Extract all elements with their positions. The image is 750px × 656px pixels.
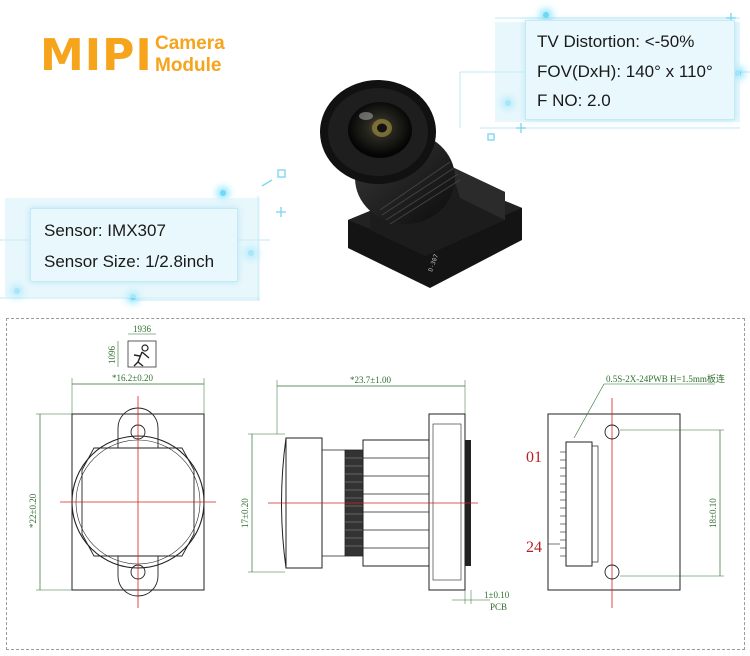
- glow-dot: [543, 12, 549, 18]
- brand-subtitle: Camera Module: [155, 33, 225, 77]
- back-height-dim: 18±0.10: [708, 498, 718, 528]
- front-view: [36, 378, 216, 608]
- camera-module-image: D-307: [320, 80, 522, 288]
- pcb-thickness-dim: 1±0.10: [484, 590, 510, 600]
- front-height-dim: *22±0.20: [28, 493, 38, 528]
- spec-f-number: F NO: 2.0: [537, 91, 611, 110]
- spec-fov: FOV(DxH): 140° x 110°: [537, 62, 713, 81]
- side-length-dim: *23.7±1.00: [350, 375, 391, 385]
- spec-panel-optics: [525, 20, 735, 120]
- front-width-dim: *16.2±0.20: [112, 373, 153, 383]
- subtitle-line-2: Module: [155, 55, 222, 76]
- logo-dim-side: 1096: [107, 346, 117, 365]
- pin-last-label: 24: [526, 539, 542, 556]
- connector-spec: 0.5S-2X-24PWB H=1.5mm板连: [606, 373, 725, 384]
- technical-drawing-frame: [6, 318, 745, 650]
- spec-sensor: Sensor: IMX307: [44, 221, 166, 240]
- spec-distortion: TV Distortion: <-50%: [537, 32, 695, 51]
- pin-first-label: 01: [526, 449, 542, 466]
- drawing-logo-icon: [117, 333, 157, 368]
- pcb-label: PCB: [490, 602, 507, 612]
- side-height-dim: 17±0.20: [240, 498, 250, 528]
- logo-dim-top: 1936: [133, 324, 152, 334]
- brand-title: MIPI: [40, 30, 153, 81]
- spec-sensor-size: Sensor Size: 1/2.8inch: [44, 252, 215, 271]
- spec-panel-sensor: [30, 208, 238, 282]
- glow-dot: [220, 190, 226, 196]
- technical-drawing: 1936 1096 *16.2±0.20 *22±0.20: [28, 324, 725, 612]
- side-view: [248, 380, 490, 604]
- subtitle-line-1: Camera: [155, 33, 225, 54]
- back-view: [547, 383, 724, 608]
